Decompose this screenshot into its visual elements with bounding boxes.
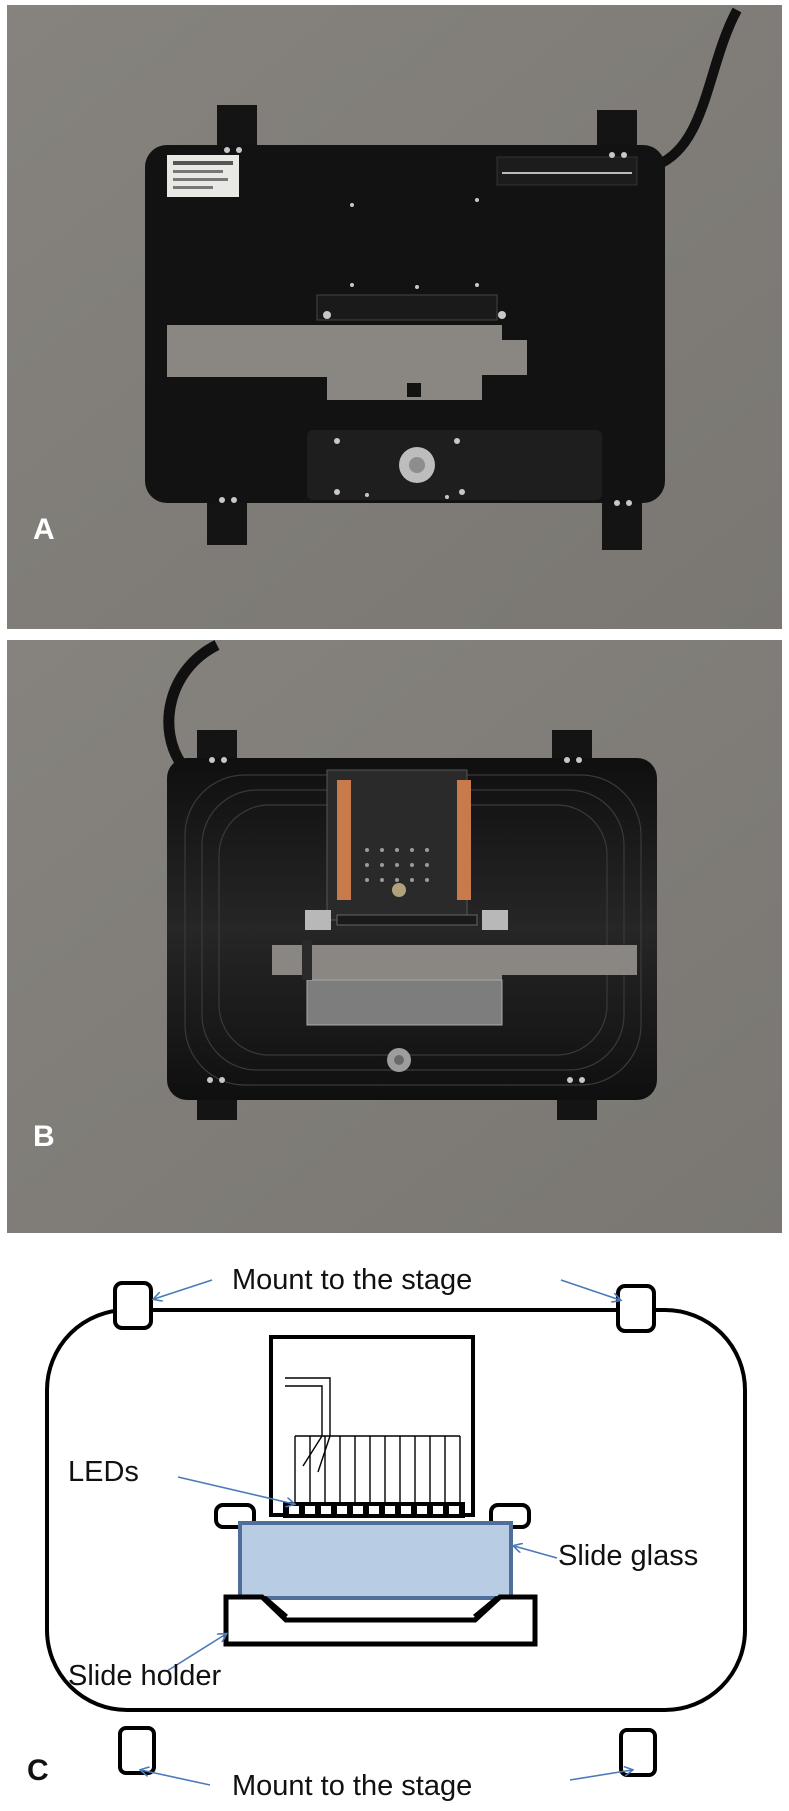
mount-top-left	[113, 1281, 153, 1330]
photo-panel-a: A	[7, 5, 782, 629]
copper-strip-right	[457, 780, 471, 900]
photo-a-illustration	[7, 5, 782, 629]
panel-letter-a: A	[33, 513, 55, 546]
label-mount-top: Mount to the stage	[232, 1264, 473, 1296]
copper-strip-left	[337, 780, 351, 900]
black-plate	[167, 758, 657, 1100]
mount-bottom-left	[118, 1726, 156, 1775]
schematic-diagram	[45, 1279, 747, 1786]
label-slide-holder: Slide holder	[68, 1660, 222, 1692]
led-wiring	[285, 1377, 461, 1502]
panel-letter-c: C	[27, 1754, 49, 1787]
photo-b-illustration	[7, 640, 782, 1233]
slide-holder-photo	[306, 979, 503, 1026]
callout-arrows	[141, 1279, 632, 1786]
slide-holder	[223, 1594, 538, 1647]
mount-top-right	[616, 1284, 656, 1333]
cable	[163, 640, 220, 769]
schematic-panel-c: Mount to the stage LEDs Slide glass Slid…	[0, 1240, 789, 1811]
panel-letter-b: B	[33, 1120, 55, 1153]
cable	[654, 7, 742, 170]
mount-bottom-right	[619, 1728, 657, 1777]
label-leds: LEDs	[68, 1456, 139, 1488]
plate-window	[167, 325, 527, 400]
plate-window	[272, 945, 637, 990]
window-rail	[316, 294, 498, 321]
label-mount-bottom: Mount to the stage	[232, 1770, 473, 1802]
black-plate	[145, 145, 665, 503]
slide-glass	[238, 1521, 513, 1600]
lower-recess	[307, 430, 602, 500]
led-board-outline	[269, 1335, 475, 1517]
photo-panel-b: B	[7, 640, 782, 1233]
plate-outline	[45, 1308, 747, 1712]
label-slide-glass: Slide glass	[558, 1540, 699, 1572]
